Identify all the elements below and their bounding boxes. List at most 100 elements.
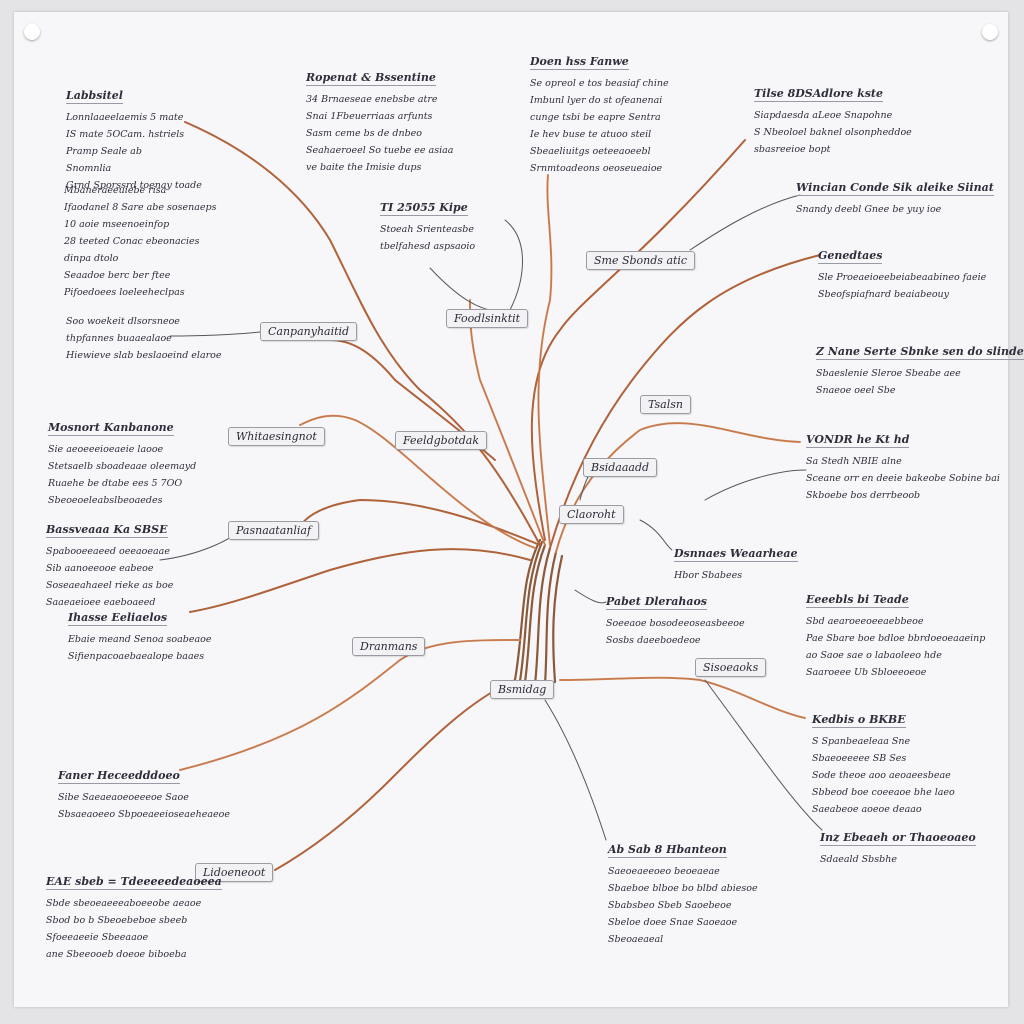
branch-line <box>469 299 546 546</box>
note-left-2: Mbaneraeeuiebe risa Ifaodanel 8 Sare abe… <box>64 182 216 301</box>
note-line: Sbaeoeeeee SB Ses <box>812 753 907 764</box>
branch-strand <box>189 548 531 613</box>
note-title: Tilse 8DSAdlore kste <box>754 87 883 102</box>
note-line: S Spanbeaeleaa Sne <box>812 736 911 747</box>
note-line: Pae Sbare boe bdloe bbrdoeoeaaeinp <box>806 633 986 644</box>
note-line: Hiewieve slab beslaoeind elaroe <box>66 350 222 361</box>
branch-strand <box>531 139 746 541</box>
branch-line <box>559 676 806 719</box>
note-line: sbasreeioe bopt <box>754 144 831 155</box>
branch-strand <box>549 254 821 549</box>
note-line: IS mate 5OCam. hstriels <box>66 129 185 140</box>
note-line: Ie hev buse te atuoo steil <box>530 129 652 140</box>
note-line: Sbeaeliuitgs oeteeaoeebl <box>530 146 651 157</box>
node-label-left-1: Pasnaatanliaf <box>228 521 320 540</box>
node-label-mid-center: Feeldgbotdak <box>395 431 488 450</box>
note-line: tbelfahesd aspsaoio <box>380 241 476 252</box>
node-label-low-right: Sisoeaoks <box>695 658 767 677</box>
note-line: Sasm ceme bs de dnbeo <box>306 128 422 139</box>
note-top-right: Tilse 8DSAdlore kste Siapdaesda aLeoe Sn… <box>754 82 912 158</box>
note-line: Soeeaoe bosodeeoseasbeeoe <box>606 618 745 629</box>
trunk-fiber <box>518 540 544 683</box>
branch-strand <box>184 121 541 546</box>
node-label-upper-left: Canpanyhaitid <box>260 322 358 341</box>
note-right-6: Kedbis o BKBE S Spanbeaeleaa Sne Sbaeoee… <box>812 708 955 818</box>
note-line: 28 teeted Conac ebeonacies <box>64 236 200 247</box>
note-line: Stetsaelb sboadeaae oleemayd <box>48 461 197 472</box>
note-line: ane Sbeeooeb doeoe biboeba <box>46 949 187 960</box>
connector-line <box>429 267 501 313</box>
connector-line <box>704 679 823 831</box>
note-line: Pifoedoees loeleeheclpas <box>64 287 185 298</box>
note-line: Sbeloe doee Snae Saoeaoe <box>608 917 738 928</box>
note-line: Sfoeeaeeie Sbeeaaoe <box>46 932 149 943</box>
note-line: Lonnlaaeelaemis 5 mate <box>66 112 184 123</box>
note-title: EAE sbeb = Tdeeeeedeaoeea <box>46 875 222 890</box>
note-line: Sbeoaeaeal <box>608 934 664 945</box>
connector-line <box>504 219 523 311</box>
note-line: Soo woekeit dlsorsneoe <box>66 316 180 327</box>
note-line: Saeabeoe aoeoe deaao <box>812 804 922 815</box>
note-title: TI 25055 Kipe <box>380 201 468 216</box>
note-left-7: Faner Heceedddoeo Sibe Saeaeaoeoeeeoe Sa… <box>58 764 230 823</box>
note-line: Ruaehe be dtabe ees 5 7OO <box>48 478 183 489</box>
note-right-4: VONDR he Kt hd Sa Stedh NBIE alne Sceane… <box>806 428 1000 504</box>
note-left-4: Mosnort Kanbanone Sie aeoeeeioeaeie laoo… <box>48 416 196 509</box>
note-line: ve baite the Imisie dups <box>306 162 422 173</box>
note-title: Inz Ebeaeh or Thaoeoaeo <box>820 831 976 846</box>
pushpin-icon <box>24 24 40 40</box>
note-title: Ropenat & Bssentine <box>306 71 436 86</box>
trunk-fiber <box>552 554 564 684</box>
note-title: Pabet Dlerahaos <box>606 595 707 610</box>
note-line: Saaroeee Ub Sbloeeoeoe <box>806 667 927 678</box>
note-line: Grnd Sporssrd toenay toade <box>66 180 202 191</box>
note-right-7: Inz Ebeaeh or Thaoeoaeo Sdaeald Sbsbhe <box>820 826 976 868</box>
note-line: Snandy deebl Gnee be yuy ioe <box>796 204 942 215</box>
note-title: Ihasse Eeliaelos <box>68 611 168 626</box>
branch-strand <box>559 677 806 719</box>
branch-strand <box>537 174 552 546</box>
note-title: Wincian Conde Sik aleike Siinat <box>796 181 994 196</box>
note-title: Dsnnaes Weaarheae <box>674 547 798 562</box>
note-left-3: Soo woekeit dlsorsneoe thpfannes buaaeal… <box>66 313 222 364</box>
trunk-fiber <box>523 543 547 684</box>
note-line: Soseaeahaeel rieke as boe <box>46 580 174 591</box>
note-title: Bassveaaa Ka SBSE <box>46 523 168 538</box>
note-title: Labbsitel <box>66 89 123 104</box>
branch-line <box>179 639 521 771</box>
note-line: Ebaie meand Senoa soabeaoe <box>68 634 212 645</box>
note-line: Skboebe bos derrbeoob <box>806 490 921 501</box>
branch-strand <box>179 639 521 771</box>
branch-line <box>530 139 746 541</box>
note-line: Siapdaesda aLeoe Snapohne <box>754 110 893 121</box>
trunk-fiber <box>543 550 558 686</box>
branch-line <box>299 498 541 546</box>
note-line: Imbunl lyer do st ofeanenai <box>530 95 663 106</box>
note-line: Sosbs daeeboedeoe <box>606 635 701 646</box>
note-title: Kedbis o BKBE <box>812 713 906 728</box>
note-line: Hbor Sbabees <box>674 570 743 581</box>
note-line: Saaeaeioee eaeboaeed <box>46 597 156 608</box>
center-node-label: Bsmidag <box>490 680 555 699</box>
note-bottom-left: EAE sbeb = Tdeeeeedeaoeea Sbde sbeoeaeee… <box>46 870 222 963</box>
node-label-left-2: Dranmans <box>352 637 426 656</box>
note-left-5: Bassveaaa Ka SBSE Spabooeeaeed oeeaoeaae… <box>46 518 173 611</box>
note-title: Ab Sab 8 Hbanteon <box>608 843 727 858</box>
note-line: Sbeofspiafnard beaiabeouy <box>818 289 950 300</box>
note-line: Stoeah Srienteasbe <box>380 224 474 235</box>
note-line: Sifienpacoaebaealope baaes <box>68 651 205 662</box>
note-line: Sbde sbeoeaeeeaboeeobe aeaoe <box>46 898 202 909</box>
connector-line <box>169 331 261 337</box>
note-line: Sbabsbeo Sbeb Saoebeoe <box>608 900 732 911</box>
trunk-fiber <box>533 546 552 686</box>
note-line: Pramp Seale ab <box>66 146 142 157</box>
note-title: Z Nane Serte Sbnke sen do slinde <box>816 345 1024 360</box>
note-left-6: Ihasse Eeliaelos Ebaie meand Senoa soabe… <box>68 606 212 665</box>
branch-strand <box>469 299 546 546</box>
note-line: Sbbeod boe coeeaoe bhe laeo <box>812 787 955 798</box>
note-center-low: Pabet Dlerahaos Soeeaoe bosodeeoseasbeeo… <box>606 590 745 649</box>
note-line: Se opreol e tos beasiaf chine <box>530 78 669 89</box>
trunk-fiber <box>513 538 542 682</box>
note-line: Sib aanoeeooe eabeoe <box>46 563 154 574</box>
note-title: VONDR he Kt hd <box>806 433 910 448</box>
